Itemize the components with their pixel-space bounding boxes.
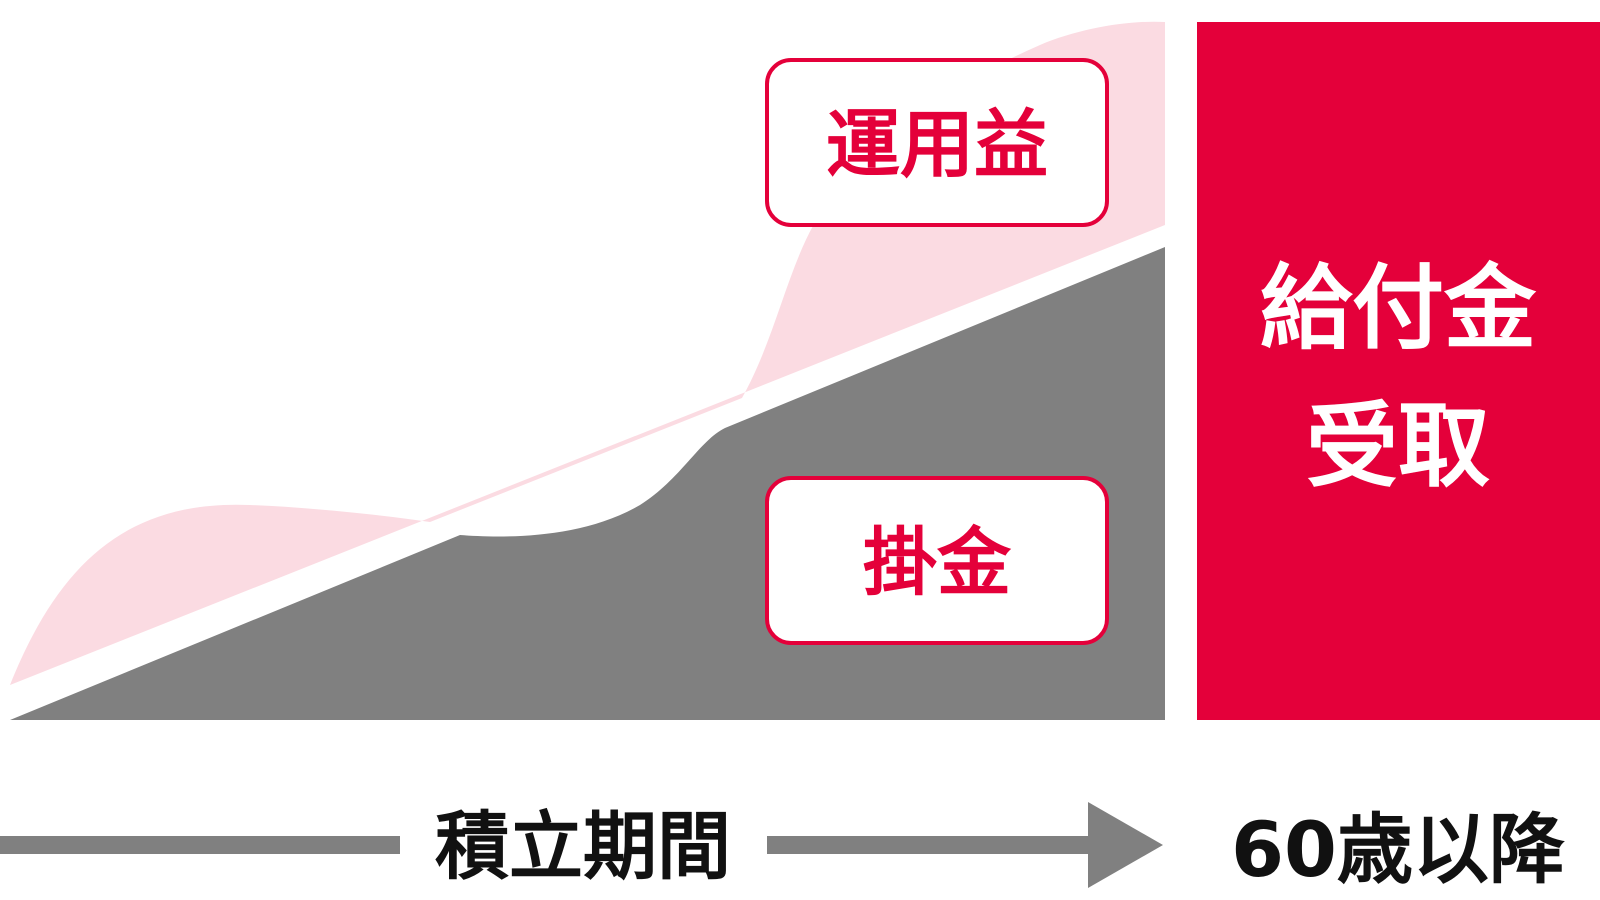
investment-gain-label: 運用益 xyxy=(826,102,1048,188)
investment-gain-label-box: 運用益 xyxy=(765,58,1109,227)
benefit-label-line2: 受取 xyxy=(1306,393,1490,500)
age-after-label: 60歳以降 xyxy=(1231,805,1565,894)
contribution-label-box: 掛金 xyxy=(765,476,1109,645)
timeline-line-right xyxy=(767,836,1099,854)
benefit-label-line1: 給付金 xyxy=(1260,255,1537,362)
timeline-arrow-head-icon xyxy=(1088,802,1163,888)
benefit-block xyxy=(1197,22,1600,720)
timeline-line-left xyxy=(0,836,400,854)
separator-line xyxy=(6,228,1169,713)
accumulation-period-label: 積立期間 xyxy=(435,804,731,890)
contribution-label: 掛金 xyxy=(863,520,1012,606)
